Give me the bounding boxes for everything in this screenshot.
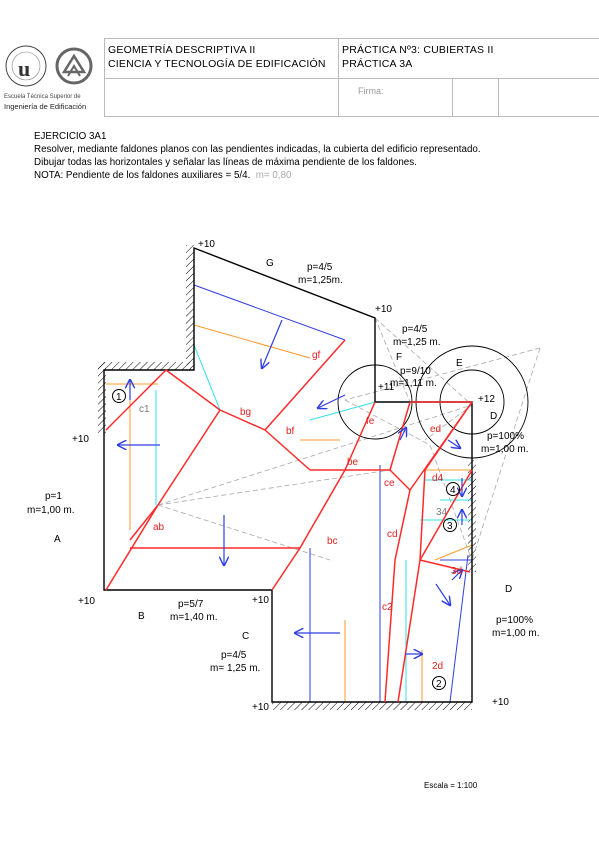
label-D-top-m: m=1,00 m. <box>481 444 529 455</box>
header: u Escuela Técnica Superior de Ingeniería… <box>0 38 599 117</box>
marker-3 <box>443 518 457 532</box>
label-B-p: p=5/7 <box>178 599 204 610</box>
marker-1 <box>112 389 126 403</box>
label-G: G <box>266 258 274 269</box>
building-outline <box>103 246 473 703</box>
exercise-line1: Resolver, mediante faldones planos con l… <box>34 144 481 155</box>
logo-area: u Escuela Técnica Superior de Ingeniería… <box>0 38 104 116</box>
label-plus10-F: +10 <box>375 304 392 315</box>
header-divider-4 <box>498 78 499 116</box>
label-plus11: +11 <box>378 382 395 393</box>
label-F: F <box>396 352 402 363</box>
contour-lines-orange <box>106 324 473 702</box>
label-F-p: p=4/5 <box>402 324 428 335</box>
course-title: GEOMETRÍA DESCRIPTIVA II <box>108 44 256 56</box>
label-plus10-mid: +10 <box>252 595 269 606</box>
marker-1-label: 1 <box>116 392 122 403</box>
face-bf: bf <box>286 426 295 437</box>
auxiliary-lines <box>157 317 541 561</box>
contour-lines-cyan <box>155 340 472 702</box>
face-labels: c1 bg gf bf fe ed be ce d4 34 cd ab bc c… <box>139 350 462 672</box>
label-E-m: m=1,11 m. <box>390 378 437 389</box>
header-bottom-rule <box>104 116 599 117</box>
label-plus10-top: +10 <box>198 239 215 250</box>
exercise-line3: NOTA: Pendiente de los faldones auxiliar… <box>34 169 574 182</box>
label-C-p: p=4/5 <box>221 650 247 661</box>
face-cd: cd <box>387 529 398 540</box>
face-3d: 3d <box>451 566 462 577</box>
label-E: E <box>456 358 463 369</box>
marker-2 <box>432 676 446 690</box>
face-bg: bg <box>240 407 251 418</box>
max-slope-arrows <box>118 319 462 654</box>
header-divider-2 <box>338 38 339 116</box>
header-mid-rule <box>104 78 599 79</box>
svg-text:u: u <box>18 56 30 81</box>
drawing-labels: +10 G p=4/5 m=1,25m. +10 p=4/5 m=1,25 m.… <box>27 239 540 713</box>
face-2d: 2d <box>432 661 443 672</box>
label-D-bot-m: m=1,00 m. <box>492 628 540 639</box>
contour-lines-blue <box>193 284 472 703</box>
label-C: C <box>242 631 249 642</box>
label-G-m: m=1,25m. <box>298 275 343 286</box>
face-34: 34 <box>436 507 448 518</box>
face-ed: ed <box>430 424 441 435</box>
circled-markers: 1 2 3 4 <box>112 389 460 690</box>
label-D-bot-p: p=100% <box>496 615 533 626</box>
school-line2: Ingeniería de Edificación <box>4 102 87 111</box>
face-be: be <box>347 457 359 468</box>
label-D-bot: D <box>505 584 512 595</box>
practice-title: PRÁCTICA Nº3: CUBIERTAS II <box>342 44 494 56</box>
face-gf: gf <box>312 350 321 361</box>
marker-2-label: 2 <box>436 679 442 690</box>
label-A: A <box>54 534 61 545</box>
label-F-m: m=1,25 m. <box>393 337 441 348</box>
university-seal-icon: u <box>5 45 93 87</box>
school-line1: Escuela Técnica Superior de <box>4 94 81 100</box>
label-D-top-p: p=100% <box>487 431 524 442</box>
label-D-top: D <box>490 411 497 422</box>
face-c2: c2 <box>382 602 393 613</box>
label-plus10-br: +10 <box>492 697 509 708</box>
label-B: B <box>138 611 145 622</box>
marker-3-label: 3 <box>447 521 453 532</box>
course-subtitle: CIENCIA Y TECNOLOGÍA DE EDIFICACIÓN <box>108 58 326 70</box>
face-ce: ce <box>384 478 395 489</box>
header-divider-3 <box>452 78 453 116</box>
label-B-m: m=1,40 m. <box>170 612 218 623</box>
label-C-m: m= 1,25 m. <box>210 663 260 674</box>
header-top-rule <box>104 38 599 39</box>
label-A-m: m=1,00 m. <box>27 505 75 516</box>
label-G-p: p=4/5 <box>307 262 333 273</box>
face-d4: d4 <box>432 473 444 484</box>
exercise-note-m: m= 0,80 <box>255 170 292 181</box>
exercise-statement: EJERCICIO 3A1 Resolver, mediante faldone… <box>34 130 574 182</box>
label-plus10-left: +10 <box>72 434 89 445</box>
label-plus10-bottom: +10 <box>252 702 269 713</box>
ridge-lines <box>105 339 473 703</box>
label-plus12: +12 <box>478 394 495 405</box>
scale-label: Escala = 1:100 <box>424 781 478 790</box>
marker-4-label: 4 <box>450 485 456 496</box>
face-ab: ab <box>153 522 165 533</box>
exercise-title: EJERCICIO 3A1 <box>34 131 107 142</box>
practice-subtitle: PRÁCTICA 3A <box>342 58 413 70</box>
exercise-line2: Dibujar todas las horizontales y señalar… <box>34 157 417 168</box>
firma-label: Firma: <box>358 86 384 96</box>
face-bc: bc <box>327 536 338 547</box>
label-A-p: p=1 <box>45 491 62 502</box>
label-E-p: p=9/10 <box>400 366 431 377</box>
face-fe: fe <box>366 416 375 427</box>
exercise-note: NOTA: Pendiente de los faldones auxiliar… <box>34 170 251 181</box>
header-divider-1 <box>104 38 105 116</box>
face-c1: c1 <box>139 404 150 415</box>
marker-4 <box>446 482 460 496</box>
label-plus10-bl: +10 <box>78 596 95 607</box>
